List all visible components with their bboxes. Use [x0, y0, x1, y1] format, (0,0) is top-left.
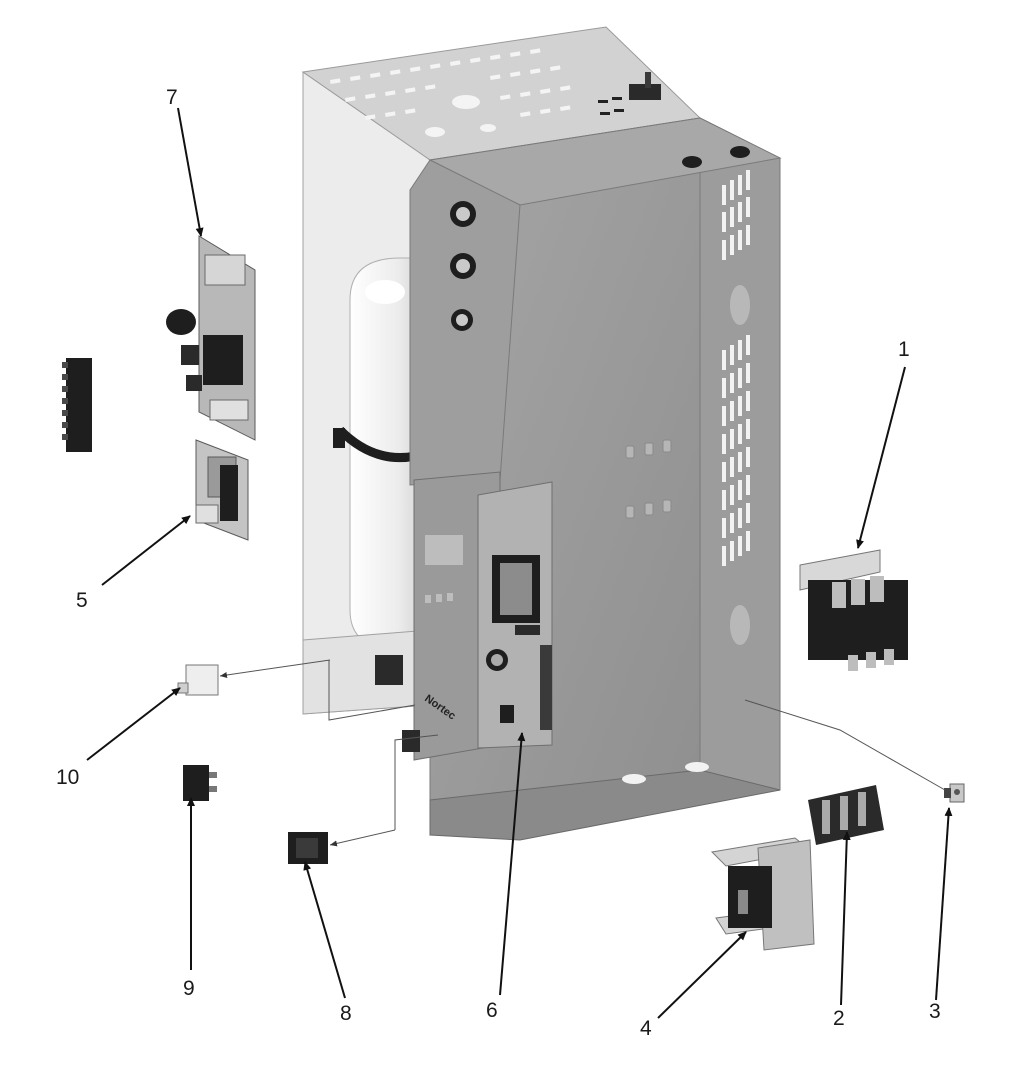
- part-contactor: [799, 549, 908, 671]
- internal-relay-block: [375, 655, 403, 685]
- leader-8: [303, 861, 346, 999]
- control-panel-cutouts: [425, 535, 463, 603]
- part-rocker-switch-small: [183, 765, 217, 801]
- callout-6: 6: [486, 999, 498, 1022]
- callout-7: 7: [166, 86, 178, 109]
- callout-4: 4: [640, 1017, 652, 1040]
- leader-6: [499, 732, 526, 996]
- cabinet-lower-frame: [302, 629, 431, 715]
- wiring-connector-lines: [219, 659, 946, 847]
- leader-5: [101, 515, 191, 586]
- internal-switch-bracket: [402, 730, 420, 752]
- part-transformer: [710, 837, 815, 951]
- callout-9: 9: [183, 977, 195, 1000]
- main-control-board: [477, 481, 553, 749]
- leader-2: [840, 831, 851, 1006]
- tray-drain-holes: [622, 762, 709, 784]
- top-fitting: [598, 72, 661, 115]
- callout-3: 3: [929, 1000, 941, 1023]
- part-rocker-switch: [288, 832, 328, 864]
- callout-labels: 1 2 3 4 5 6 7 8 9 10: [56, 86, 941, 1040]
- side-vent-slots: [722, 170, 750, 645]
- leader-10: [86, 687, 181, 761]
- leader-3: [935, 807, 953, 1001]
- part-ground-lug: [944, 783, 965, 803]
- callout-1: 1: [898, 338, 910, 361]
- callout-2: 2: [833, 1007, 845, 1030]
- callout-8: 8: [340, 1002, 352, 1025]
- leader-7: [177, 107, 204, 237]
- cabinet-bottom-tray: [429, 769, 781, 841]
- mounting-standoffs: [625, 439, 672, 519]
- callout-leaders: [86, 107, 953, 1019]
- part-terminal-strip: [62, 358, 92, 452]
- part-fuse-holder: [177, 664, 219, 696]
- cable-grommets: [450, 146, 750, 331]
- leader-1: [856, 366, 906, 549]
- callout-10: 10: [56, 766, 79, 789]
- humidifier-cabinet: Nortec: [301, 26, 782, 841]
- top-vent-slots: [329, 48, 571, 137]
- part-relay-board: [195, 439, 249, 541]
- callout-5: 5: [76, 589, 88, 612]
- part-terminal-block: [808, 785, 884, 845]
- leader-4: [657, 931, 747, 1019]
- part-control-board: [166, 235, 256, 441]
